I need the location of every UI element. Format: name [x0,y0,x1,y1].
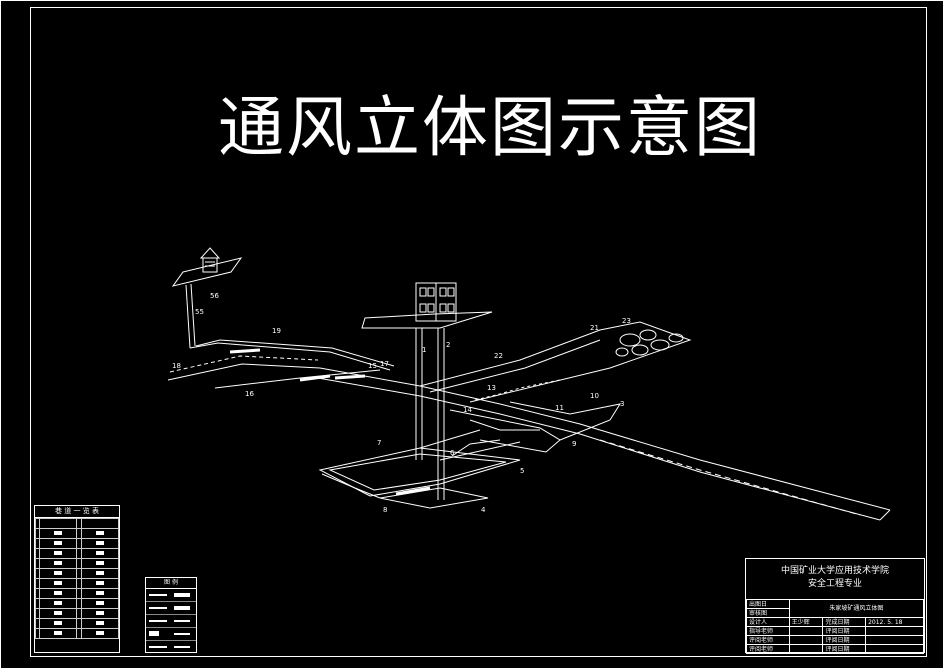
main-roadway [319,367,891,511]
label-55: 55 [195,308,204,316]
label-10: 10 [590,392,599,400]
label-23: 23 [622,317,631,325]
label-9: 9 [572,440,576,448]
tb-cell [788,644,824,654]
label-15: 15 [368,362,377,370]
tb-cell [865,635,924,645]
shaft-building-main [415,282,457,322]
legend-row [146,589,196,602]
goaf-area [615,329,684,357]
tb-cell: 完成日期 [822,617,867,627]
label-2: 2 [446,341,450,349]
label-18: 18 [172,362,181,370]
tb-cell: 评阅日期 [822,644,867,654]
tb-cell [865,644,924,654]
legend-row [146,615,196,628]
title-block-grid: 出图日 朱家坡矿通风立体图 审核图 设计人 王少辉 完成日期 2012. 5. … [746,599,925,654]
legend-title: 图 例 [146,578,196,589]
label-21: 21 [590,324,599,332]
roadway-table-grid [34,518,120,639]
air-shaft-left [185,284,191,349]
drawing-border [30,7,927,657]
label-6: 6 [450,449,455,457]
label-16: 16 [245,390,254,398]
label-7: 7 [377,439,381,447]
tb-cell: 评阅老师 [746,635,790,645]
tb-cell: 2012. 5. 18 [865,617,924,627]
tb-cell: 评阅日期 [822,635,867,645]
tb-cell [788,635,824,645]
label-22: 22 [494,352,503,360]
roadway-table-title: 巷 道 一 览 表 [35,506,119,518]
roadway-upper-right [419,321,692,403]
lower-roadway-bottom [379,487,489,509]
roadway-list-table: 巷 道 一 览 表 [34,505,120,653]
label-11: 11 [555,404,564,412]
air-shaft-platform-left [171,257,243,287]
tb-cell: 审核图 [746,608,790,618]
major-name: 安全工程专业 [807,579,862,589]
label-3: 3 [620,400,624,408]
tb-cell: 出图日 [746,599,790,609]
fan-house-left [199,247,221,273]
label-13: 13 [487,384,496,392]
legend-row [146,628,196,641]
label-14: 14 [463,406,472,414]
roadway-left-return [169,355,319,373]
roadway-upper-left [189,342,391,371]
drawing-title: 通风立体图示意图 [218,89,762,166]
legend-row [146,641,196,653]
label-19: 19 [272,327,281,335]
tb-cell: 指导老师 [746,626,790,636]
tb-cell [788,626,824,636]
tb-cell: 评阅日期 [822,626,867,636]
tb-cell: 评阅老师 [746,644,790,654]
tb-cell [865,626,924,636]
school-name: 中国矿业大学应用技术学院 [780,566,889,576]
label-4: 4 [481,506,486,514]
label-56: 56 [210,292,219,300]
label-8: 8 [383,506,387,514]
title-block: 中国矿业大学应用技术学院 安全工程专业 出图日 朱家坡矿通风立体图 审核图 设计… [745,558,925,654]
tb-cell: 王少辉 [788,617,824,627]
lower-roadway-loop [318,447,521,497]
label-5: 5 [520,467,524,475]
tb-cell: 设计人 [746,617,790,627]
main-shaft-platform [361,311,493,329]
legend-box: 图 例 [145,577,197,653]
label-17: 17 [380,360,389,368]
drawing-name: 朱家坡矿通风立体图 [788,599,925,618]
label-1: 1 [422,346,426,354]
legend-row [146,602,196,615]
